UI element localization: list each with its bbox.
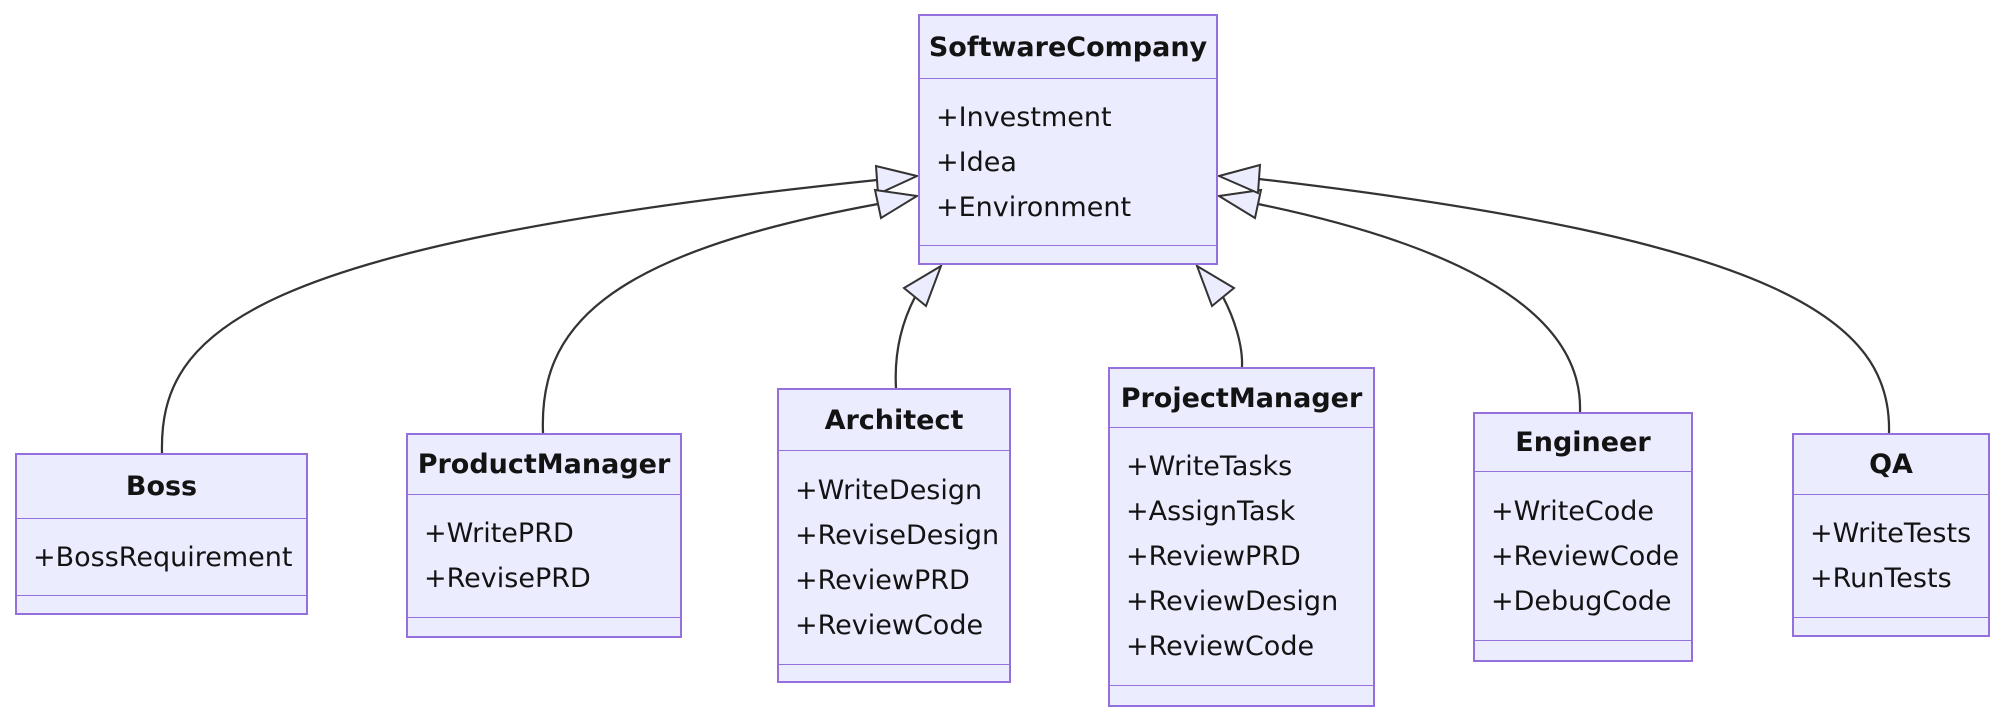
class-member: +AssignTask [1126, 496, 1296, 527]
class-box-architect: Architect +WriteDesign +ReviseDesign +Revi… [777, 388, 1011, 683]
class-members: +Investment +Idea +Environment [920, 79, 1216, 245]
class-member: +RunTests [1810, 563, 1952, 594]
class-title: ProjectManager [1110, 369, 1373, 428]
class-box-project-manager: ProjectManager +WriteTasks +AssignTask +Re… [1108, 367, 1375, 707]
inheritance-edge-architect [894, 296, 916, 389]
inheritance-arrowhead-projectmanager [1195, 263, 1236, 308]
class-member: +BossRequirement [33, 541, 293, 573]
inheritance-edge-boss [160, 178, 878, 454]
class-box-qa: QA +WriteTests +RunTests [1792, 433, 1990, 637]
class-title: ProductManager [408, 435, 680, 495]
class-methods-empty [1110, 685, 1373, 705]
class-methods-empty [779, 664, 1009, 681]
class-members: +WriteTasks +AssignTask +ReviewPRD +ReviewD… [1110, 428, 1373, 685]
inheritance-arrowhead-boss [874, 164, 921, 196]
class-members: +WriteDesign +ReviseDesign +ReviewPRD +Revi… [779, 451, 1009, 664]
inheritance-edge-productmanager [541, 202, 879, 434]
class-member: +ReviewCode [1126, 631, 1315, 662]
class-member: +WriteDesign [795, 474, 983, 506]
class-member: +DebugCode [1491, 585, 1672, 617]
class-methods-empty [1475, 640, 1691, 660]
class-title: Architect [779, 390, 1009, 451]
class-members: +WriteTests +RunTests [1794, 495, 1988, 617]
class-methods-empty [408, 617, 680, 636]
class-title: Engineer [1475, 414, 1691, 472]
class-box-engineer: Engineer +WriteCode +ReviewCode +DebugCode [1473, 412, 1693, 662]
class-members: +BossRequirement [17, 519, 306, 595]
class-title: SoftwareCompany [920, 16, 1216, 79]
class-methods-empty [1794, 617, 1988, 635]
class-members: +WritePRD +RevisePRD [408, 495, 680, 617]
inheritance-edge-qa [1258, 177, 1891, 434]
inheritance-edge-engineer [1257, 202, 1582, 413]
class-methods-empty [17, 595, 306, 613]
class-member: +RevisePRD [424, 563, 591, 594]
class-box-software-company: SoftwareCompany +Investment +Idea +Environ… [918, 14, 1218, 265]
class-member: +WriteCode [1491, 495, 1655, 527]
class-title: Boss [17, 455, 306, 519]
class-methods-empty [920, 245, 1216, 263]
class-member: +WriteTasks [1126, 451, 1293, 482]
class-box-product-manager: ProductManager +WritePRD +RevisePRD [406, 433, 682, 638]
class-member: +ReviewCode [795, 609, 984, 641]
inheritance-arrowhead-productmanager [873, 188, 920, 220]
class-member: +ReviewPRD [1126, 541, 1301, 572]
class-member: +ReviewCode [1491, 540, 1680, 572]
class-box-boss: Boss +BossRequirement [15, 453, 308, 615]
inheritance-arrowhead-architect [902, 263, 943, 308]
class-member: +WritePRD [424, 518, 574, 549]
inheritance-edge-projectmanager [1222, 296, 1244, 368]
class-member: +Investment [936, 101, 1112, 133]
class-member: +ReviewPRD [795, 564, 970, 596]
class-member: +ReviewDesign [1126, 586, 1339, 617]
class-title: QA [1794, 435, 1988, 495]
class-member: +Idea [936, 146, 1017, 178]
class-member: +ReviseDesign [795, 519, 1000, 551]
class-members: +WriteCode +ReviewCode +DebugCode [1475, 472, 1691, 640]
class-member: +Environment [936, 191, 1132, 223]
class-member: +WriteTests [1810, 518, 1972, 549]
inheritance-arrowhead-qa [1215, 163, 1262, 195]
inheritance-arrowhead-engineer [1216, 188, 1263, 220]
